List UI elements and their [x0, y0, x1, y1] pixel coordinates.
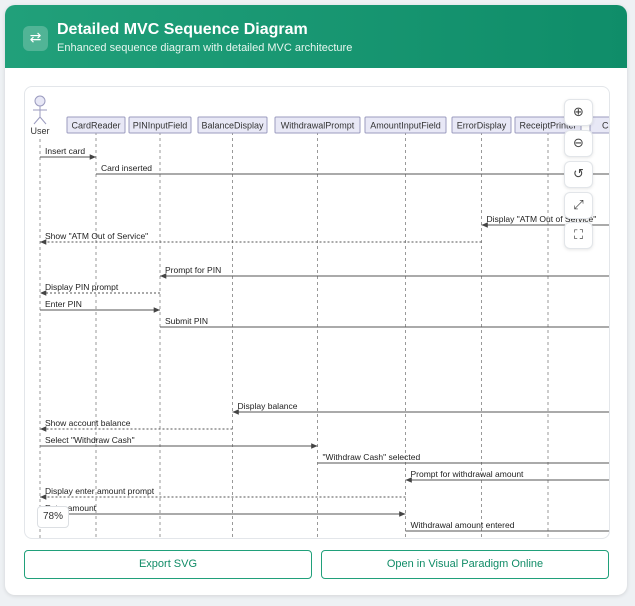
- participant-label-cardreader: CardReader: [71, 121, 120, 131]
- reset-icon[interactable]: ↺: [564, 161, 593, 188]
- message-label: Insert card: [45, 146, 85, 156]
- actor-leg-left: [33, 116, 41, 125]
- fit-screen-icon[interactable]: ⤢: [564, 192, 593, 219]
- message-label: Display balance: [238, 401, 298, 411]
- message-label: Submit PIN: [165, 316, 208, 326]
- message-label: Display enter amount prompt: [45, 486, 155, 496]
- message-label: Display "ATM Out of Service": [487, 214, 597, 224]
- participant-box-amountinputfield: [364, 116, 447, 134]
- message-label: Withdrawal amount entered: [411, 520, 515, 530]
- participant-label-withdrawalprompt: WithdrawalPrompt: [281, 121, 355, 131]
- message-label: Prompt for withdrawal amount: [411, 469, 525, 479]
- open-visual-paradigm-button[interactable]: Open in Visual Paradigm Online: [321, 550, 609, 579]
- actor-leg-right: [39, 116, 47, 125]
- participant-label-pininputfield: PINInputField: [133, 121, 188, 131]
- participant-box-pininputfield: [128, 116, 192, 134]
- message-label: Enter PIN: [45, 299, 82, 309]
- zoom-level-badge: 78%: [37, 506, 69, 528]
- message-label: Display PIN prompt: [45, 282, 119, 292]
- header-bar: ⇄ Detailed MVC Sequence Diagram Enhanced…: [5, 5, 627, 68]
- message-label: Show account balance: [45, 418, 131, 428]
- message-label: Select "Withdraw Cash": [45, 435, 135, 445]
- zoom-out-icon[interactable]: ⊖: [564, 130, 593, 157]
- participant-box-cardreader: [66, 116, 126, 134]
- sequence-diagram[interactable]: User CardReader PINInputField BalanceDispla…: [25, 87, 609, 538]
- message-label: "Withdraw Cash" selected: [323, 452, 421, 462]
- fullscreen-icon[interactable]: ⛶: [564, 222, 593, 249]
- diagram-canvas[interactable]: User CardReader PINInputField BalanceDispla…: [24, 86, 610, 539]
- page-subtitle: Enhanced sequence diagram with detailed …: [57, 42, 353, 54]
- message-label: Show "ATM Out of Service": [45, 231, 148, 241]
- participant-box-errordisplay: [451, 116, 512, 134]
- diagram-card: ⇄ Detailed MVC Sequence Diagram Enhanced…: [5, 5, 627, 595]
- swap-arrows-icon: ⇄: [23, 26, 48, 51]
- participant-label-balancedisplay: BalanceDisplay: [201, 121, 264, 131]
- message-label: Card inserted: [101, 163, 152, 173]
- zoom-in-icon[interactable]: ⊕: [564, 99, 593, 126]
- participant-label-cas: Cas: [602, 121, 609, 131]
- page-title: Detailed MVC Sequence Diagram: [57, 21, 308, 38]
- participant-box-withdrawalprompt: [274, 116, 361, 134]
- actor-label: User: [30, 126, 49, 136]
- message-label: Enter amount: [45, 503, 97, 513]
- message-label: Prompt for PIN: [165, 265, 221, 275]
- participant-box-balancedisplay: [197, 116, 268, 134]
- actor-head: [34, 95, 46, 107]
- participant-label-errordisplay: ErrorDisplay: [457, 121, 507, 131]
- participant-label-amountinputfield: AmountInputField: [370, 121, 441, 131]
- participant-label-receiptprinter: ReceiptPrinter: [519, 121, 576, 131]
- export-svg-button[interactable]: Export SVG: [24, 550, 312, 579]
